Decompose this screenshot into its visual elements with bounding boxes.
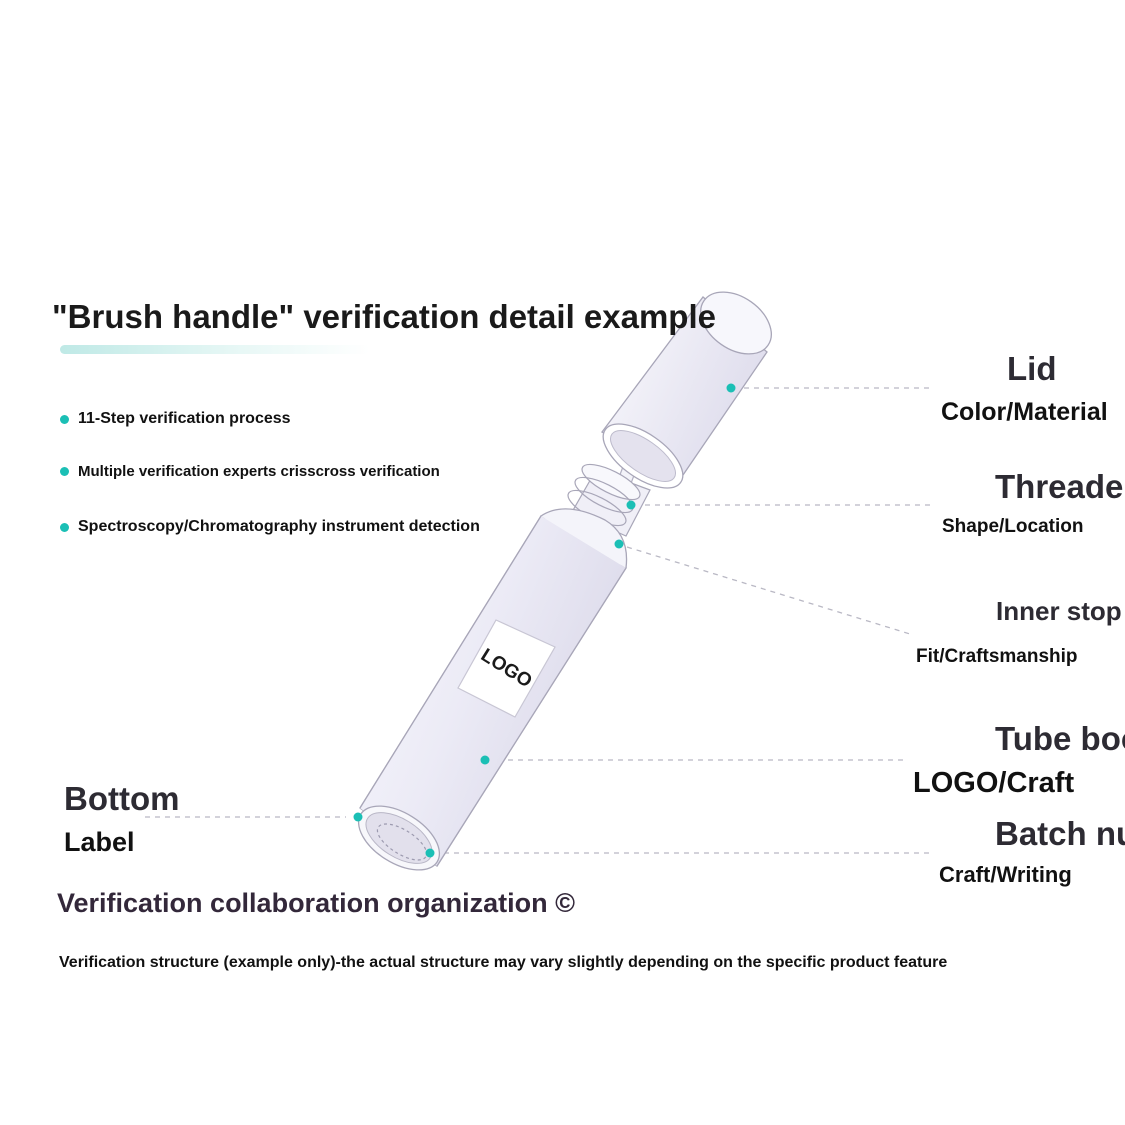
thread-label: Threade	[995, 468, 1124, 505]
bullet-item: Multiple verification experts crisscross…	[60, 463, 440, 480]
lid-detail: Color/Material	[941, 398, 1108, 426]
title-underline	[60, 345, 370, 354]
lid-label: Lid	[1007, 350, 1057, 387]
tube-label: Tube boo	[995, 720, 1125, 757]
bullet-item: Spectroscopy/Chromatography instrument d…	[60, 518, 480, 536]
stopper-leader-line	[626, 546, 911, 635]
bullet-item: 11-Step verification process	[60, 410, 291, 428]
bullet-dot-icon	[60, 414, 69, 424]
stopper-dot	[614, 539, 624, 549]
lid-dot	[726, 383, 736, 393]
tube-dot	[480, 755, 490, 765]
bottom-dot	[353, 812, 363, 822]
bottom-detail: Label	[64, 827, 135, 857]
thread-dot	[626, 500, 636, 510]
bullet-text: Spectroscopy/Chromatography instrument d…	[78, 518, 480, 535]
lid-shape	[601, 291, 772, 489]
bullet-text: 11-Step verification process	[78, 410, 291, 427]
bullet-dot-icon	[60, 522, 69, 532]
batch-label: Batch nu	[995, 815, 1125, 852]
organization-credit: Verification collaboration organization …	[57, 888, 575, 918]
stopper-label: Inner stop	[996, 596, 1122, 626]
bullet-text: Multiple verification experts crisscross…	[78, 463, 440, 480]
footnote: Verification structure (example only)-th…	[59, 954, 948, 971]
bullet-dot-icon	[60, 467, 69, 476]
logo-label: LOGO	[457, 619, 556, 718]
page-title: "Brush handle" verification detail examp…	[52, 298, 716, 335]
bottom-label: Bottom	[64, 780, 180, 817]
thread-detail: Shape/Location	[942, 516, 1084, 537]
batch-dot	[425, 848, 435, 858]
tube-detail: LOGO/Craft	[913, 767, 1075, 799]
stopper-detail: Fit/Craftsmanship	[916, 646, 1078, 667]
batch-detail: Craft/Writing	[939, 862, 1072, 887]
